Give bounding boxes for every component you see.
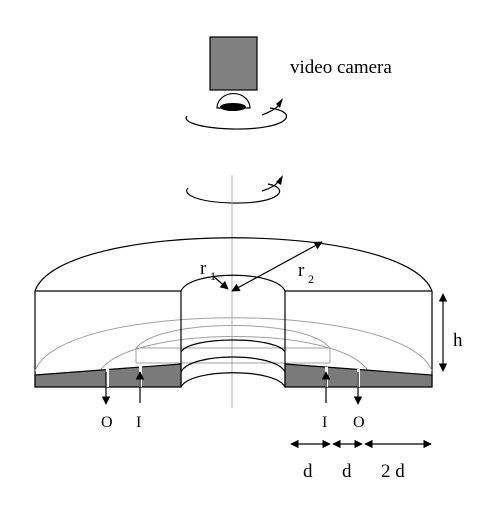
r2-subscript: 2 [308,272,314,286]
r1-label: r [200,258,207,279]
r1-subscript: 1 [210,269,216,283]
video-camera-icon [209,36,258,111]
inner-ring-outer [34,317,433,372]
camera-rotation-arrow [185,107,288,130]
left-inlet-label: I [136,414,141,431]
r1-arrow [212,275,229,290]
camera-rotation-arrow-tip [261,100,282,116]
camera-lens-glass [220,103,246,111]
r2-label: r [298,260,305,281]
center-cylinder-top [180,274,286,292]
center-cylinder-ring-3 [180,372,286,388]
camera-rotation-arrowhead [276,98,283,108]
d-label-2: d [342,461,352,482]
d-label-1: d [303,461,313,482]
camera-body [209,36,258,91]
tank-top-outline [34,237,433,292]
center-cylinder-ring-1 [180,339,286,353]
left-outlet-slit [106,369,109,387]
center-cylinder-ring-2 [180,356,286,373]
2d-label: 2 d [381,461,405,482]
inner-ring-middle [99,336,369,372]
table-rotation-arrow [186,183,280,204]
left-outlet-label: O [101,414,113,431]
r2-arrow [231,241,323,292]
right-inlet-label: I [322,414,327,431]
h-label: h [453,330,463,351]
right-outlet-label: O [353,414,365,431]
tank [34,237,433,388]
table-rotation-arrowhead-fill [276,175,283,185]
inner-ring-inner [135,325,331,363]
camera-label: video camera [290,57,392,78]
